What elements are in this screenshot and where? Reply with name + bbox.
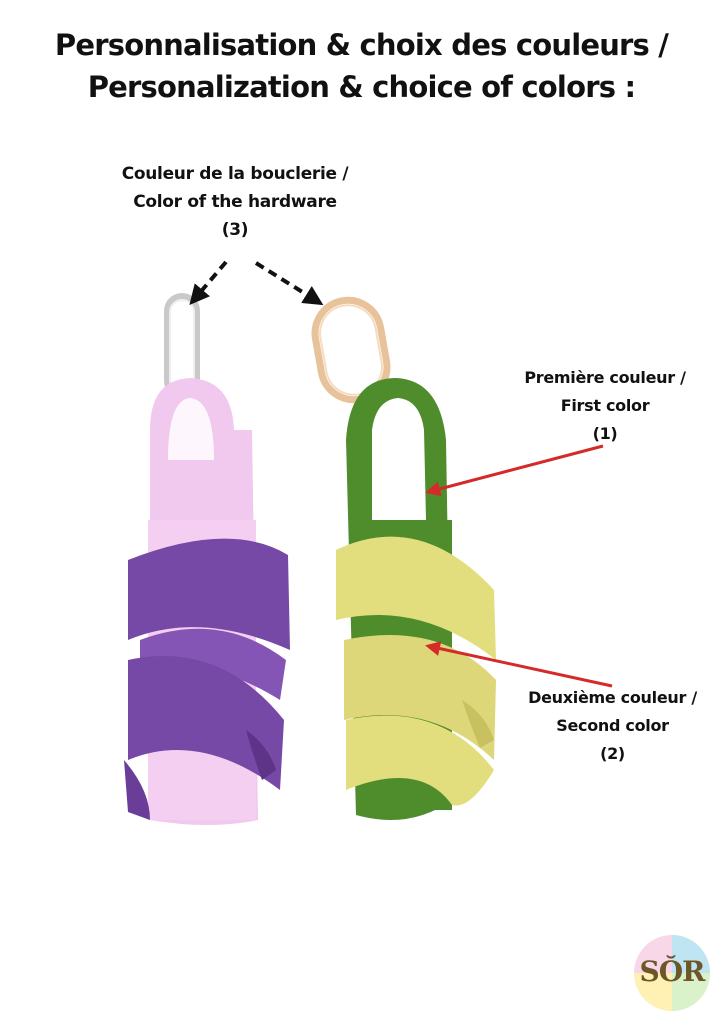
first-label-line-2: First color — [560, 396, 650, 415]
brand-logo-text: SŎR — [639, 955, 706, 988]
page-title-line-1: Personnalisation & choix des couleurs / — [54, 28, 669, 62]
second-color-arrow — [425, 641, 613, 688]
brand-logo — [634, 935, 710, 1011]
first-label-line-1: Première couleur / — [524, 368, 686, 387]
hardware-label-line-2: Color of the hardware — [133, 192, 337, 212]
purple-strap — [124, 538, 290, 820]
page-title: Personnalisation & choix des couleurs / … — [0, 24, 723, 108]
first-color-arrow — [425, 444, 604, 497]
keychain-left — [124, 293, 290, 825]
page-title-line-2: Personalization & choice of colors : — [87, 70, 636, 104]
hardware-label-line-1: Couleur de la bouclerie / — [121, 164, 349, 184]
hardware-arrow-right — [254, 261, 324, 306]
yellow-strap — [336, 536, 496, 806]
keychain-right — [311, 296, 496, 820]
hardware-color-label: Couleur de la bouclerie / Color of the h… — [100, 160, 370, 244]
second-color-label: Deuxième couleur / Second color (2) — [505, 684, 720, 768]
hardware-label-number: (3) — [221, 220, 249, 240]
second-label-number: (2) — [600, 744, 625, 763]
hardware-arrow-left — [189, 260, 228, 306]
second-label-line-1: Deuxième couleur / — [528, 688, 697, 707]
first-color-label: Première couleur / First color (1) — [495, 364, 715, 448]
first-label-number: (1) — [592, 424, 618, 443]
second-label-line-2: Second color — [556, 716, 669, 735]
